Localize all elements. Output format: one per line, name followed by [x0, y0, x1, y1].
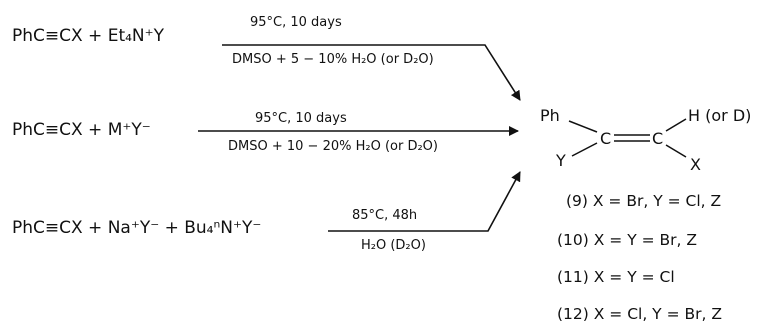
bond-ph-c1	[568, 120, 598, 133]
product-c2-label: C	[652, 129, 664, 148]
reaction-3-condition-bottom: H₂O (D₂O)	[361, 238, 426, 253]
reaction-arrow-3	[328, 171, 521, 232]
product-y-label: Y	[556, 151, 566, 170]
reaction-2-reactants: PhC≡CX + M⁺Y⁻	[12, 120, 151, 140]
reaction-3-reactants: PhC≡CX + Na⁺Y⁻ + Bu₄ⁿN⁺Y⁻	[12, 218, 262, 238]
product-c1-label: C	[600, 129, 612, 148]
reaction-1-reactants: PhC≡CX + Et₄N⁺Y	[12, 26, 165, 46]
product-ph-label: Ph	[540, 106, 560, 125]
product-x-label: X	[690, 155, 701, 174]
reaction-arrow-1	[222, 44, 521, 101]
compound-10: (10) X = Y = Br, Z	[557, 231, 697, 249]
reaction-2-condition-top: 95°C, 10 days	[255, 111, 347, 126]
compound-9: (9) X = Br, Y = Cl, Z	[566, 192, 722, 210]
bond-y-c1	[571, 142, 598, 157]
compound-11: (11) X = Y = Cl	[557, 268, 675, 286]
bond-c2-x	[665, 144, 687, 158]
reaction-1-condition-bottom: DMSO + 5 − 10% H₂O (or D₂O)	[232, 52, 434, 67]
compound-12: (12) X = Cl, Y = Br, Z	[557, 305, 722, 323]
reaction-3-condition-top: 85°C, 48h	[352, 208, 418, 223]
reaction-2-condition-bottom: DMSO + 10 − 20% H₂O (or D₂O)	[228, 139, 438, 154]
product-h-or-d-label: H (or D)	[688, 106, 752, 125]
bond-c2-h	[665, 118, 687, 132]
reaction-1-condition-top: 95°C, 10 days	[250, 15, 342, 30]
